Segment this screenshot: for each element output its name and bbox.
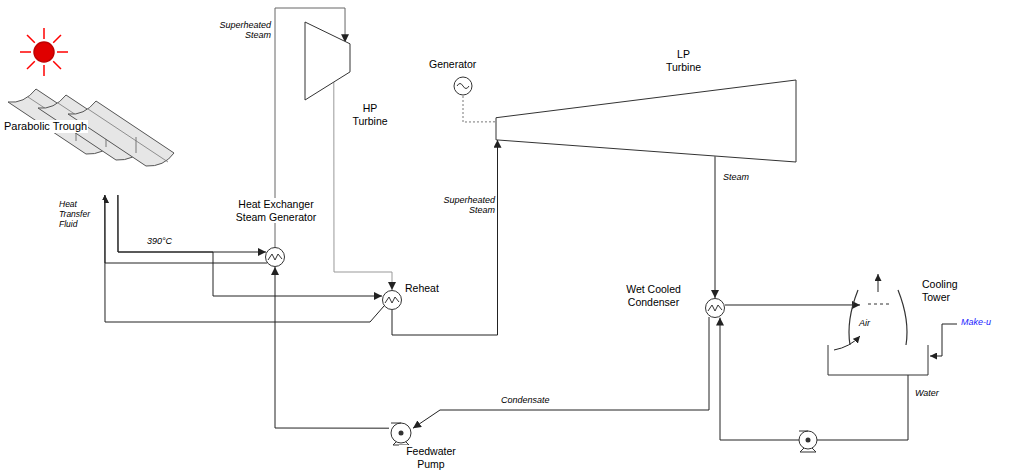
feedwater-pump-symbol [389,421,413,445]
spray-nozzle [874,304,877,305]
cooling-tower: Cooling Tower [826,270,977,378]
pump-casing [391,423,411,443]
sun-ray [27,35,35,43]
flow-line [715,156,716,298]
hp-turbine-symbol [305,22,350,100]
exchanger-coil [268,254,282,260]
exchanger-coil [385,297,399,303]
make-up-line [930,324,957,356]
reheater: Reheat [380,288,450,312]
tower-basin [828,345,928,375]
steam-generator-symbol [265,247,285,267]
sun-ray [53,61,61,69]
turbine-casing [305,22,350,100]
flow-label: Water [914,388,940,398]
cooling-tower-symbol [828,290,928,375]
air-arrow [834,336,860,350]
flow-line [725,304,860,305]
flow-line [105,195,384,322]
condenser-symbol [705,298,725,318]
note-label: Heat Transfer Fluid [58,200,104,229]
generator-symbol [454,77,472,95]
flow-line [720,318,908,440]
tower-wall [898,290,907,345]
node-label: Reheat [404,282,440,295]
exchanger-symbol [706,299,725,318]
node-label: Heat Exchanger Steam Generator [225,198,327,223]
sun-ray [20,51,31,53]
flow-line [392,140,498,335]
hp-turbine: HP Turbine [300,18,400,138]
node-label: Generator [428,58,477,71]
pump-outlet [391,423,401,424]
parabolic-trough-symbol [28,85,173,195]
trough-mirror [68,101,174,166]
flow-label: Steam [722,172,750,182]
spray-nozzle [868,304,871,305]
parabolic-trough: Parabolic Trough [3,80,178,198]
sun [20,28,68,76]
exchanger-coil [708,305,722,311]
feedwater-pump: Feedwater Pump [385,420,465,472]
note-label: Make-u [960,317,992,327]
sun-ray [57,51,68,53]
receiver-tube [88,109,168,162]
sun-ray [43,28,45,39]
spray-nozzle [886,304,889,305]
lp-turbine-symbol [496,80,796,162]
generator-symbol [453,76,473,96]
exchanger-symbol [383,291,402,310]
sun-ray [43,65,45,76]
flow-line [275,267,389,428]
sun-ray [27,61,35,69]
flow-label: 390°C [146,236,173,246]
pump-outlet [799,431,808,432]
lp-turbine: LP Turbine [493,48,803,166]
flow-label: Superheated Steam [436,195,496,216]
node-label: HP Turbine [343,102,397,127]
sun-disc [34,42,54,62]
reheater-symbol [382,290,402,310]
exchanger-symbol [266,248,285,267]
node-label: Wet Cooled Condenser [605,283,702,308]
node-label: LP Turbine [660,48,707,73]
condenser: Wet Cooled Condenser [605,283,727,321]
spray-nozzle [880,304,883,305]
cooling-water-pump [799,431,817,452]
node-label: Cooling Tower [921,278,975,303]
steam-generator: Heat Exchanger Steam Generator [225,198,329,268]
vapour-arrow [878,274,879,292]
sine-wave [457,84,469,89]
note-label: Air [858,318,871,328]
sun-ray [53,35,61,43]
flow-line [413,317,709,428]
node-label: Parabolic Trough [3,120,88,133]
pump-impeller [806,438,811,443]
generator: Generator [428,58,498,98]
flow-line [118,195,382,296]
pump-casing [799,431,817,449]
trough-support [136,137,137,153]
turbine-casing [496,80,796,162]
pump-impeller [399,431,404,436]
node-label: Feedwater Pump [399,445,463,470]
flow-label: Condensate [500,395,551,405]
flow-line [463,96,496,122]
flow-label: Superheated Steam [214,20,272,41]
tower-wall [849,290,858,345]
